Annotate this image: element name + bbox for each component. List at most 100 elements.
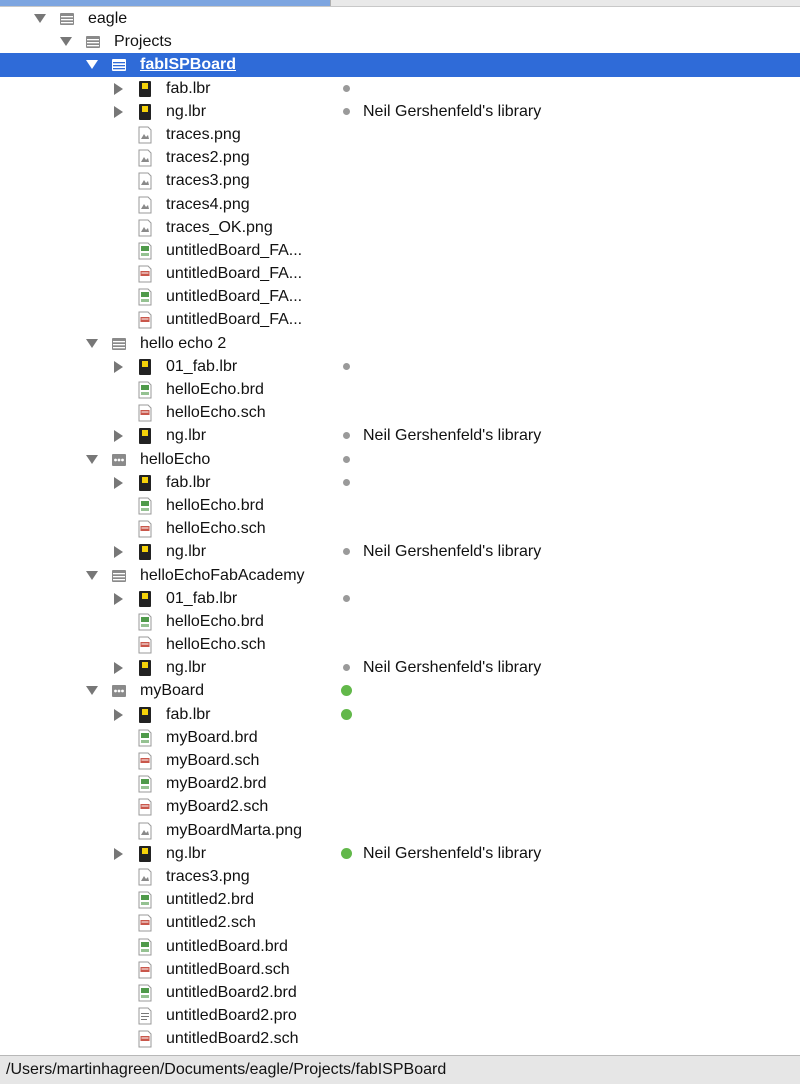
tree-row-untitledboard-sch[interactable]: untitledBoard.sch (0, 958, 800, 981)
tree-row-label: untitledBoard_FA... (166, 288, 303, 306)
tree-row-eagle[interactable]: eagle (0, 7, 800, 30)
tree-row-fabispboard[interactable]: fabISPBoard (0, 53, 800, 77)
tree-row-label: myBoard2.sch (166, 798, 269, 816)
disclosure-collapsed-icon[interactable] (114, 546, 123, 559)
tree-row-label: eagle (88, 10, 128, 27)
tree-row-helloecho-brd[interactable]: helloEcho.brd (0, 378, 800, 401)
disclosure-collapsed-icon[interactable] (114, 430, 123, 443)
tree-row-untitledboard-fa[interactable]: untitledBoard_FA... (0, 262, 800, 285)
schematic-icon (137, 798, 153, 816)
status-dot-gray[interactable] (343, 548, 350, 556)
tree-row-untitledboard-fa[interactable]: untitledBoard_FA... (0, 285, 800, 308)
tree-row-helloecho-sch[interactable]: helloEcho.sch (0, 633, 800, 656)
board-icon (137, 242, 153, 260)
tree-row-myboard-sch[interactable]: myBoard.sch (0, 749, 800, 772)
tree-row-untitledboard-fa[interactable]: untitledBoard_FA... (0, 239, 800, 262)
status-dot-green[interactable] (341, 685, 352, 697)
tree-row-label: helloEcho.brd (166, 496, 264, 514)
tree-row-untitled2-brd[interactable]: untitled2.brd (0, 888, 800, 911)
tree-row-description: Neil Gershenfeld's library (363, 659, 542, 677)
disclosure-collapsed-icon[interactable] (114, 105, 123, 118)
tree-row-untitledboard2-pro[interactable]: untitledBoard2.pro (0, 1004, 800, 1027)
image-icon (137, 868, 153, 886)
disclosure-collapsed-icon[interactable] (114, 662, 123, 675)
disclosure-collapsed-icon[interactable] (114, 476, 123, 489)
tree-row-description: Neil Gershenfeld's library (363, 102, 542, 120)
tree-row-fab-lbr[interactable]: fab.lbr (0, 471, 800, 494)
tree-row-helloechofabacademy[interactable]: helloEchoFabAcademy (0, 564, 800, 587)
status-dot-gray[interactable] (343, 594, 350, 602)
library-icon (137, 103, 153, 120)
disclosure-expanded-icon[interactable] (86, 60, 98, 70)
disclosure-collapsed-icon[interactable] (114, 708, 123, 721)
status-dot-gray[interactable] (343, 362, 350, 370)
library-icon (137, 659, 153, 677)
folder-icon (111, 56, 127, 73)
tree-row-projects[interactable]: Projects (0, 30, 800, 53)
tree-row-helloecho-sch[interactable]: helloEcho.sch (0, 401, 800, 424)
schematic-icon (137, 520, 153, 538)
disclosure-expanded-icon[interactable] (86, 686, 98, 696)
tree-row-untitledboard-brd[interactable]: untitledBoard.brd (0, 935, 800, 958)
status-dot-green[interactable] (341, 708, 352, 720)
tree-row-myboard-brd[interactable]: myBoard.brd (0, 726, 800, 749)
tree-row-label: helloEcho.sch (166, 404, 266, 422)
tree-row-label: ng.lbr (166, 543, 207, 561)
tree-row-untitledboard-fa[interactable]: untitledBoard_FA... (0, 308, 800, 331)
tree-row-fab-lbr[interactable]: fab.lbr (0, 703, 800, 726)
tree-row-myboard2-sch[interactable]: myBoard2.sch (0, 795, 800, 818)
disclosure-expanded-icon[interactable] (86, 454, 98, 464)
board-icon (137, 775, 153, 793)
board-icon (137, 381, 153, 399)
status-dot-gray[interactable] (343, 432, 350, 440)
tree-row-label: untitled2.sch (166, 914, 256, 932)
tree-row-label: myBoard.sch (166, 752, 260, 769)
tree-row-traces-ok-png[interactable]: traces_OK.png (0, 216, 800, 239)
active-tab-edge[interactable] (0, 0, 330, 6)
status-dot-gray[interactable] (343, 107, 350, 115)
tree-row-untitledboard2-sch[interactable]: untitledBoard2.sch (0, 1027, 800, 1050)
tree-row-traces3-png[interactable]: traces3.png (0, 865, 800, 888)
tree-row-traces2-png[interactable]: traces2.png (0, 146, 800, 169)
tree-row-helloecho-brd[interactable]: helloEcho.brd (0, 610, 800, 633)
disclosure-expanded-icon[interactable] (86, 570, 98, 580)
tree-row-myboardmarta-png[interactable]: myBoardMarta.png (0, 819, 800, 842)
status-dot-gray[interactable] (343, 84, 350, 92)
tree-row-label: helloEcho.sch (166, 520, 266, 538)
status-dot-gray[interactable] (343, 664, 350, 672)
tree-row-myboard2-brd[interactable]: myBoard2.brd (0, 772, 800, 795)
status-dot-gray[interactable] (343, 478, 350, 486)
tree-row-helloecho-brd[interactable]: helloEcho.brd (0, 494, 800, 517)
tree-row-untitled2-sch[interactable]: untitled2.sch (0, 911, 800, 934)
tree-row-traces4-png[interactable]: traces4.png (0, 193, 800, 216)
tree-row-untitledboard2-brd[interactable]: untitledBoard2.brd (0, 981, 800, 1004)
tree-row-01-fab-lbr[interactable]: 01_fab.lbr (0, 587, 800, 610)
tree-row-label: untitledBoard2.brd (166, 983, 297, 1001)
tree-row-traces-png[interactable]: traces.png (0, 123, 800, 146)
tree-row-label: myBoard (140, 682, 205, 700)
tree-row-helloecho[interactable]: helloEcho (0, 448, 800, 471)
tree-row-01-fab-lbr[interactable]: 01_fab.lbr (0, 355, 800, 378)
tree-row-fab-lbr[interactable]: fab.lbr (0, 77, 800, 100)
disclosure-collapsed-icon[interactable] (114, 847, 123, 860)
disclosure-expanded-icon[interactable] (34, 14, 46, 23)
disclosure-collapsed-icon[interactable] (114, 82, 123, 95)
tree-row-helloecho-sch[interactable]: helloEcho.sch (0, 517, 800, 540)
tree-row-myboard[interactable]: myBoard (0, 679, 800, 702)
tree-row-traces3-png[interactable]: traces3.png (0, 169, 800, 192)
tree-row-label: traces.png (166, 125, 241, 143)
disclosure-collapsed-icon[interactable] (114, 360, 123, 373)
disclosure-expanded-icon[interactable] (60, 37, 72, 47)
project-icon (111, 682, 127, 699)
tree-row-label: fab.lbr (166, 79, 211, 97)
tree-row-hello-echo-2[interactable]: hello echo 2 (0, 332, 800, 355)
status-dot-gray[interactable] (343, 455, 350, 463)
disclosure-collapsed-icon[interactable] (114, 592, 123, 605)
status-dot-green[interactable] (341, 847, 352, 859)
disclosure-expanded-icon[interactable] (86, 338, 98, 348)
